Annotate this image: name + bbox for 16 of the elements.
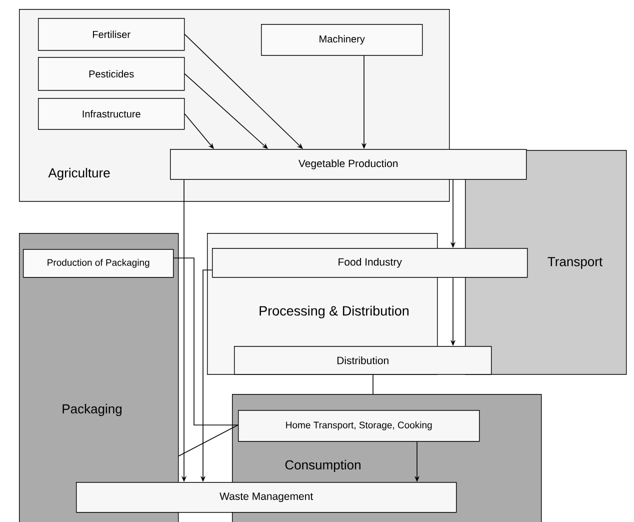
process-box: Distribution	[234, 346, 492, 375]
process-box: Waste Management	[76, 482, 457, 513]
process-box: Machinery	[261, 24, 423, 56]
process-box: Pesticides	[38, 57, 185, 91]
connector-line	[372, 374, 374, 394]
process-box: Food Industry	[212, 248, 528, 278]
process-box: Home Transport, Storage, Cooking	[238, 410, 480, 442]
arrow	[184, 73, 268, 149]
connector-line	[178, 424, 238, 456]
process-box: Infrastructure	[38, 98, 185, 130]
connector-line	[173, 258, 238, 426]
arrow	[184, 113, 214, 149]
process-box: Vegetable Production	[170, 149, 527, 180]
arrow	[184, 34, 303, 149]
process-box: Fertiliser	[38, 18, 185, 51]
process-box: Production of Packaging	[23, 249, 174, 278]
